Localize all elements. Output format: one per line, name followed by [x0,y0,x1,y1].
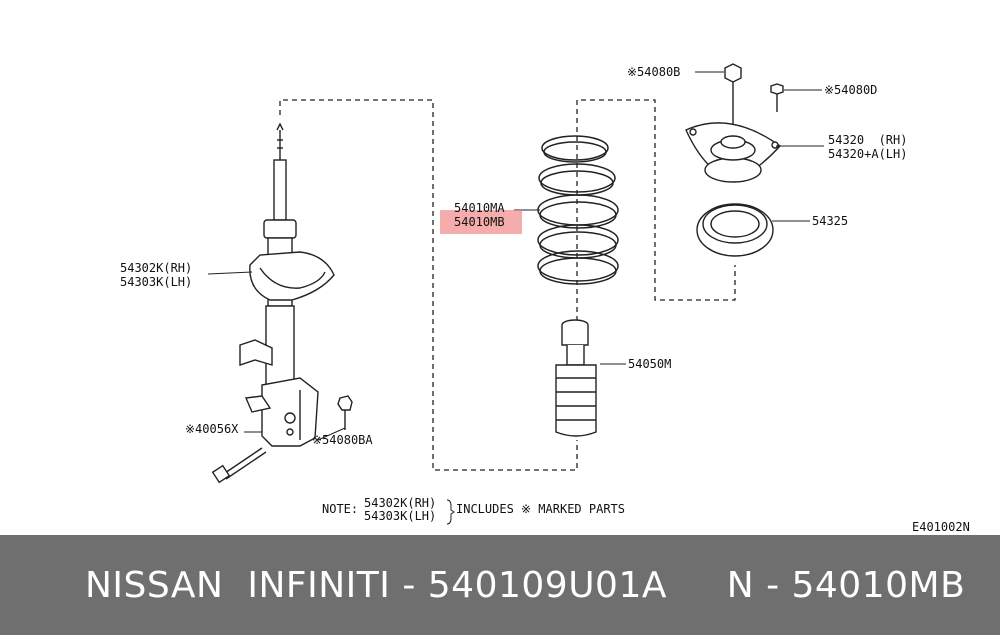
strut-mount [685,122,782,183]
bound-bumper [555,319,597,437]
group-lines [279,99,736,471]
leader-lines [207,71,824,441]
highlight-box [440,210,522,234]
label-spring-b: 54010MB [454,215,505,229]
label-bearing: 54325 [812,214,848,228]
diagram-code: E401002N [912,520,970,534]
mount-bolt [770,83,784,112]
label-mount-rh: 54320 (RH) [828,133,907,147]
bearing [696,203,774,257]
label-top-nut: ※54080B [627,65,680,79]
top-nut [724,63,742,125]
footer-bar: NISSAN INFINITI - 540109U01A N - 54010MB [0,535,1000,635]
strut-assembly [211,122,353,484]
label-bolt: ※40056X [185,422,239,436]
note-part-rh: 54302K(RH) [364,496,436,510]
label-strut-nut: ※54080BA [312,433,373,447]
label-spring-a: 54010MA [454,201,505,215]
label-strut-rh: 54302K(RH) [120,261,192,275]
note-suffix: INCLUDES ※ MARKED PARTS [456,502,625,516]
note-brace [446,499,455,525]
coil-spring [537,135,619,285]
label-mount-lh: 54320+A(LH) [828,147,907,161]
label-mount-bolt: ※54080D [824,83,877,97]
note-prefix: NOTE: [322,502,358,516]
note-part-lh: 54303K(LH) [364,509,436,523]
footer-title: NISSAN INFINITI - 540109U01A N - 54010MB [85,564,966,606]
label-bound-bumper: 54050M [628,357,671,371]
label-strut-lh: 54303K(LH) [120,275,192,289]
parts-diagram: 54302K(RH) 54303K(LH) ※40056X ※54080BA 5… [120,63,970,534]
